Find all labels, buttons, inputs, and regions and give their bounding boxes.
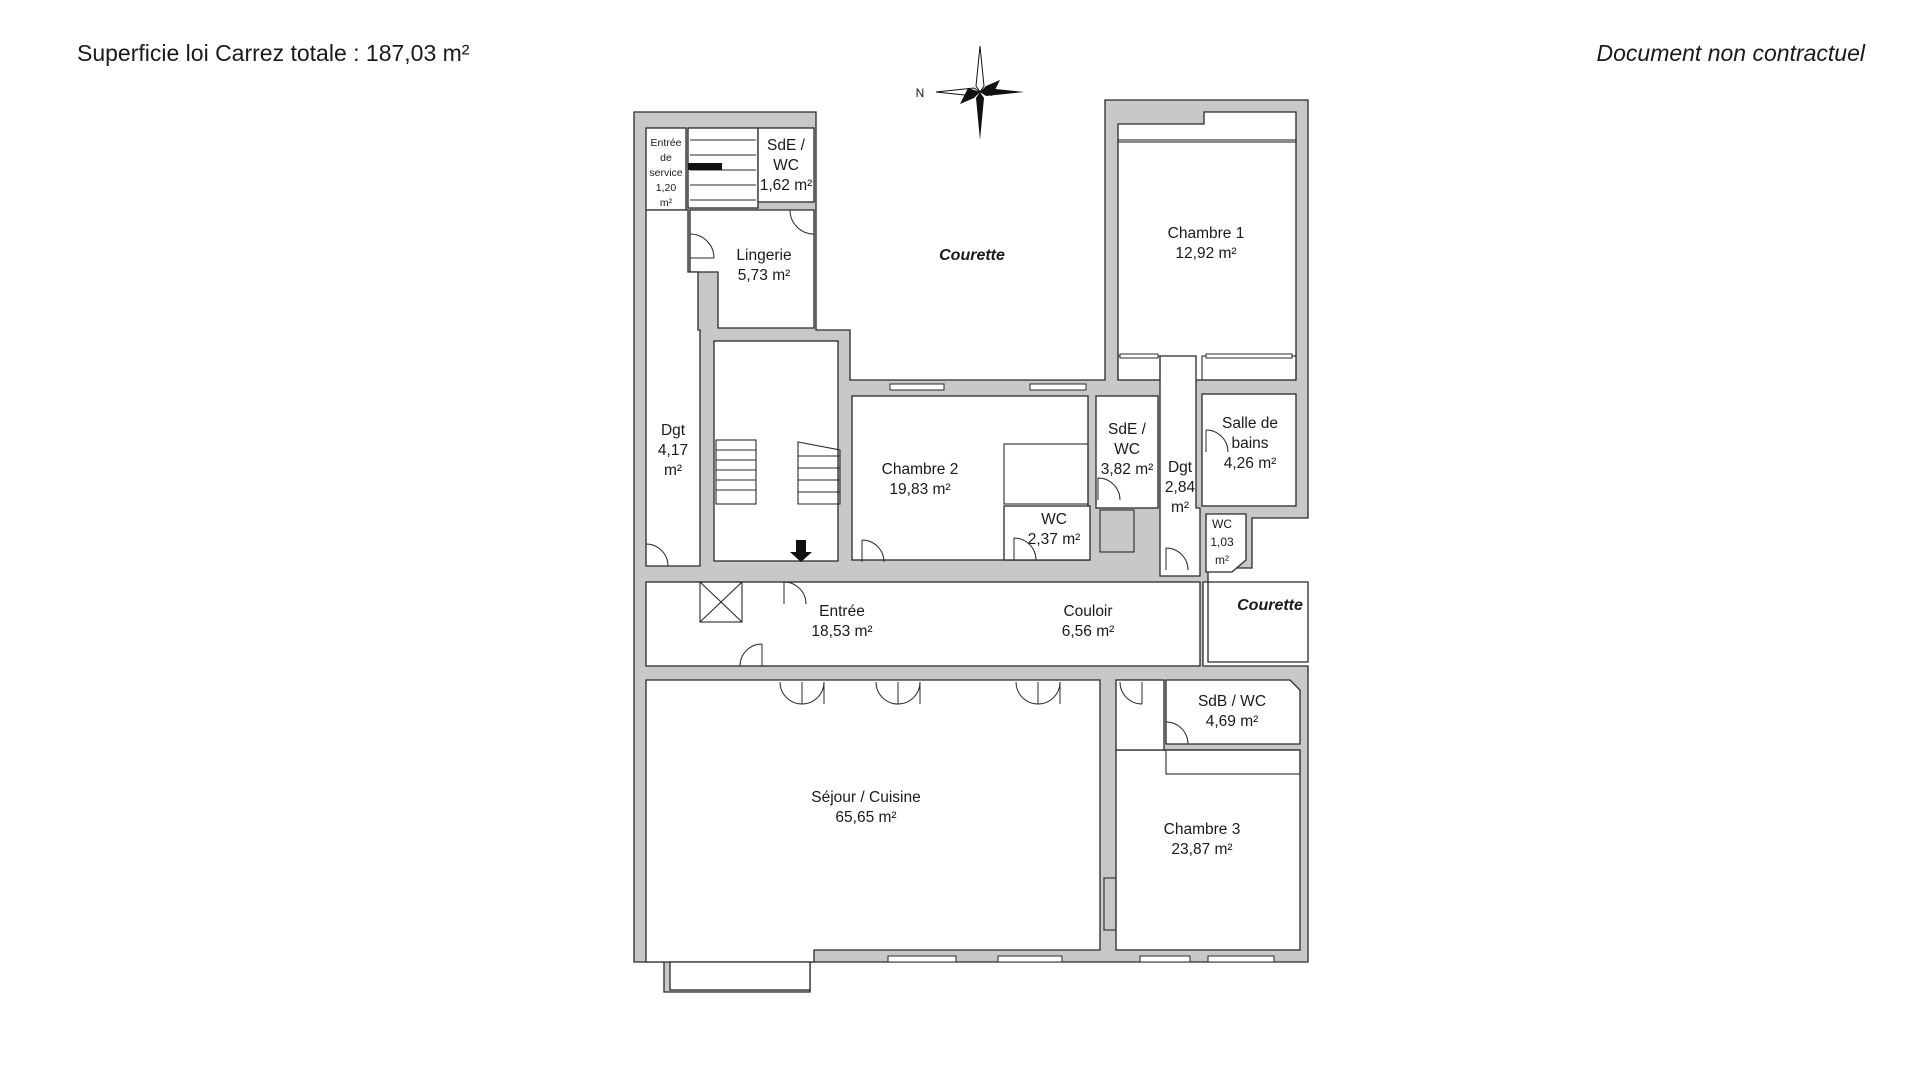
room-chambre-2: Chambre 2 19,83 m² [882, 461, 959, 498]
room-sde-wc-2: SdE / WC 3,82 m² [1101, 421, 1154, 478]
room-chambre-3: Chambre 3 23,87 m² [1164, 821, 1241, 858]
room-line: m² [664, 462, 682, 479]
room-line: 4,17 [658, 442, 688, 459]
room-lingerie: Lingerie 5,73 m² [736, 247, 791, 284]
room-line: WC [1212, 517, 1232, 531]
room-line: Chambre 1 [1168, 225, 1245, 242]
room-line: bains [1231, 435, 1268, 452]
room-salle-de-bains: Salle de bains 4,26 m² [1222, 415, 1278, 472]
room-line: m² [1171, 499, 1189, 516]
room-entree: Entrée 18,53 m² [811, 603, 872, 640]
windows [887, 353, 1293, 963]
room-chambre-1: Chambre 1 12,92 m² [1168, 225, 1245, 262]
room-labels: Entrée de service 1,20 m² SdE / WC 1,62 … [649, 137, 1278, 858]
room-dgt-2: Dgt 2,84 m² [1165, 459, 1196, 516]
room-line: 2,84 [1165, 479, 1196, 496]
room-line: Couloir [1063, 603, 1112, 620]
courette-right-label: Courette [1237, 597, 1303, 614]
room-line: 23,87 m² [1171, 841, 1232, 858]
room-line: m² [660, 197, 673, 209]
room-line: 1,62 m² [760, 177, 813, 194]
room-line: Salle de [1222, 415, 1278, 432]
room-wc-2: WC 1,03 m² [1210, 517, 1234, 567]
courette-top-label: Courette [939, 247, 1005, 264]
room-line: 6,56 m² [1062, 623, 1115, 640]
room-line: Dgt [1168, 459, 1193, 476]
room-couloir: Couloir 6,56 m² [1062, 603, 1115, 640]
total-surface-label: Superficie loi Carrez totale : 187,03 m² [77, 40, 470, 66]
room-line: de [660, 152, 672, 164]
room-line: 3,82 m² [1101, 461, 1154, 478]
room-line: 4,26 m² [1224, 455, 1277, 472]
room-line: 5,73 m² [738, 267, 791, 284]
room-line: 19,83 m² [889, 481, 950, 498]
room-sde-wc-1: SdE / WC 1,62 m² [760, 137, 813, 194]
room-sejour-cuisine: Séjour / Cuisine 65,65 m² [811, 789, 920, 826]
north-label: N [916, 86, 925, 100]
rooms-interiors [645, 111, 1301, 991]
room-line: 1,20 [656, 182, 677, 194]
room-line: Séjour / Cuisine [811, 789, 920, 806]
room-line: 18,53 m² [811, 623, 872, 640]
room-line: m² [1215, 553, 1229, 567]
room-line: 12,92 m² [1175, 245, 1236, 262]
room-wc-1: WC 2,37 m² [1028, 511, 1081, 548]
room-line: WC [1114, 441, 1140, 458]
room-line: 4,69 m² [1206, 713, 1259, 730]
room-line: WC [773, 157, 799, 174]
room-line: WC [1041, 511, 1067, 528]
room-line: SdE / [767, 137, 806, 154]
room-entree-service: Entrée de service 1,20 m² [649, 137, 682, 209]
room-line: Entrée [651, 137, 682, 149]
room-line: SdE / [1108, 421, 1147, 438]
disclaimer-label: Document non contractuel [1596, 40, 1866, 66]
room-line: Chambre 2 [882, 461, 959, 478]
doors [645, 209, 1229, 745]
room-dgt-1: Dgt 4,17 m² [658, 422, 688, 479]
room-sdb-wc: SdB / WC 4,69 m² [1198, 693, 1266, 730]
room-line: 1,03 [1210, 535, 1234, 549]
room-line: service [649, 167, 682, 179]
room-line: Entrée [819, 603, 865, 620]
room-line: 65,65 m² [835, 809, 896, 826]
fixtures [688, 139, 1301, 931]
room-line: SdB / WC [1198, 693, 1266, 710]
room-line: Dgt [661, 422, 686, 439]
compass-rose-icon: N [916, 45, 1024, 140]
room-line: Chambre 3 [1164, 821, 1241, 838]
room-line: 2,37 m² [1028, 531, 1081, 548]
room-line: Lingerie [736, 247, 791, 264]
